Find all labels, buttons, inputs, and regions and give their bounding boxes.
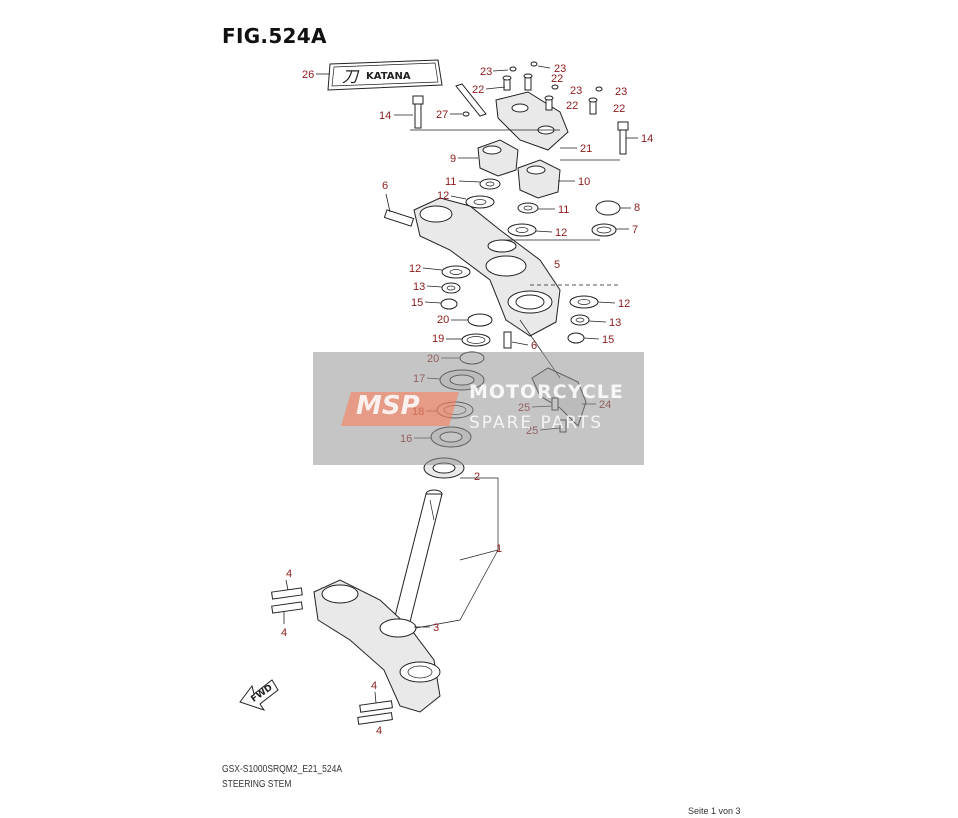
callout-3: 3 (433, 622, 439, 634)
katana-decal: 刀 KATANA (327, 59, 443, 91)
callout-22: 22 (566, 100, 578, 112)
callout-13: 13 (609, 317, 621, 329)
washer-stack (440, 178, 621, 365)
callout-12: 12 (437, 190, 449, 202)
watermark-brand: MSP (356, 391, 420, 421)
callout-27: 27 (436, 109, 448, 121)
callout-15: 15 (411, 297, 423, 309)
emblem-part (455, 83, 487, 117)
callout-14: 14 (379, 110, 391, 122)
callout-19: 19 (432, 333, 444, 345)
callout-4: 4 (281, 627, 287, 639)
callout-2: 2 (474, 471, 480, 483)
diagram-name: STEERING STEM (222, 779, 292, 790)
decal-text: KATANA (366, 71, 411, 82)
page-number: Seite 1 von 3 (688, 806, 741, 816)
diagram-code: GSX-S1000SRQM2_E21_524A (222, 764, 343, 775)
callout-13: 13 (413, 281, 425, 293)
watermark-line2: SPARE PARTS (469, 413, 604, 433)
callout-12: 12 (618, 298, 630, 310)
callout-1: 1 (496, 543, 502, 555)
callout-22: 22 (613, 103, 625, 115)
callout-23: 23 (615, 86, 627, 98)
callout-23: 23 (480, 66, 492, 78)
callout-20: 20 (437, 314, 449, 326)
callout-12: 12 (409, 263, 421, 275)
fwd-arrow: FWD (239, 679, 279, 711)
callout-4: 4 (286, 568, 292, 580)
callout-8: 8 (634, 202, 640, 214)
callout-4: 4 (371, 680, 377, 692)
callout-11: 11 (445, 176, 456, 188)
callout-15: 15 (602, 334, 614, 346)
callout-14: 14 (641, 133, 653, 145)
callout-9: 9 (450, 153, 456, 165)
callout-6: 6 (382, 180, 388, 192)
callout-11: 11 (558, 204, 569, 216)
callout-4: 4 (376, 725, 382, 737)
callout-22: 22 (472, 84, 484, 96)
handlebar-holder-upper (410, 61, 629, 199)
callout-10: 10 (578, 176, 590, 188)
callout-21: 21 (580, 143, 592, 155)
callout-23: 23 (554, 63, 566, 75)
steering-stem (271, 477, 499, 725)
callout-22: 22 (551, 73, 563, 85)
callout-5: 5 (554, 259, 560, 271)
callout-23: 23 (570, 85, 582, 97)
figure-title: FIG.524A (222, 24, 327, 48)
watermark-logo (341, 392, 459, 426)
watermark-line1: MOTORCYCLE (469, 381, 624, 403)
svg-text:刀: 刀 (342, 67, 360, 86)
callout-6: 6 (531, 340, 537, 352)
callout-26: 26 (302, 69, 314, 81)
callout-labels: 26 23 23 22 22 23 22 23 22 14 27 14 9 21… (281, 63, 653, 737)
callout-12: 12 (555, 227, 567, 239)
callout-7: 7 (632, 224, 638, 236)
upper-bracket (383, 197, 620, 349)
